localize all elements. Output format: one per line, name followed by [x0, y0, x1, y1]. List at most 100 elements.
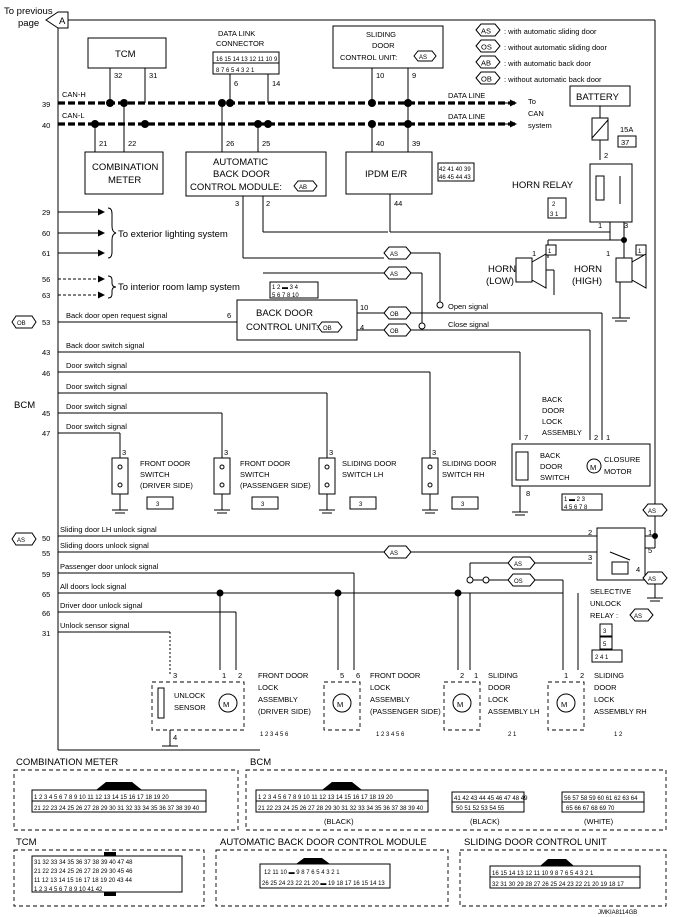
connector-bcm-label: BCM — [250, 757, 271, 768]
horn-relay-label: HORN RELAY — [512, 180, 574, 191]
svg-text:8 7 6 5 4 3 2 1: 8 7 6 5 4 3 2 1 — [216, 68, 255, 74]
svg-text:46: 46 — [42, 369, 50, 378]
svg-text:5 6 7 8 10: 5 6 7 8 10 — [272, 293, 299, 299]
svg-text:CONTROL MODULE:: CONTROL MODULE: — [190, 182, 282, 193]
front-door-lock-assembly-driver: FRONT DOOR LOCK ASSEMBLY (DRIVER SIDE) 1… — [258, 671, 311, 738]
door-switch-driver: 3 — [111, 448, 129, 514]
can-l-label: CAN-L — [62, 111, 85, 120]
svg-text:1: 1 — [474, 671, 478, 680]
svg-text:12 11 10 ▬ 9 8 7 6 5 4 3 2 1: 12 11 10 ▬ 9 8 7 6 5 4 3 2 1 — [264, 870, 340, 876]
svg-text:3: 3 — [432, 448, 436, 457]
door-switch-passenger: 3 — [213, 448, 231, 514]
signal-door-switch-4: Door switch signal — [66, 422, 127, 431]
svg-text:AS: AS — [419, 55, 427, 61]
signal-sliding-lh-unlock: Sliding door LH unlock signal — [60, 525, 157, 534]
svg-text:21 22 23 24 25 26 27 28 29 30: 21 22 23 24 25 26 27 28 29 30 45 46 — [34, 869, 133, 875]
svg-text:2: 2 — [460, 671, 464, 680]
svg-text:21 22 23 24 25 26 27 28 29 30: 21 22 23 24 25 26 27 28 29 30 31 32 33 3… — [258, 806, 424, 812]
selective-unlock-relay-label: SELECTIVE — [590, 587, 631, 596]
svg-text:65 66 67 68 69 70: 65 66 67 68 69 70 — [566, 806, 615, 812]
signal-back-door-switch: Back door switch signal — [66, 341, 145, 350]
svg-text:: without automatic back door: : without automatic back door — [504, 75, 602, 84]
prev-page-label: To previous — [4, 6, 53, 17]
svg-text:(PASSENGER SIDE): (PASSENGER SIDE) — [240, 481, 311, 490]
svg-text:DOOR: DOOR — [488, 683, 511, 692]
svg-text:HORN: HORN — [488, 264, 516, 275]
svg-text:1: 1 — [606, 433, 610, 442]
svg-text:OB: OB — [481, 75, 492, 84]
svg-text:LOCK: LOCK — [594, 695, 614, 704]
ipdm-connector — [437, 162, 475, 182]
svg-text:1 2 3 4 5 6 7 8 9 10 11 12 13: 1 2 3 4 5 6 7 8 9 10 11 12 13 14 15 16 1… — [258, 795, 393, 801]
svg-text:SLIDING DOOR: SLIDING DOOR — [342, 459, 397, 468]
svg-text:HORN: HORN — [574, 264, 602, 275]
sliding-door-switch-rh: 3 — [421, 448, 439, 514]
connector-abdcm-label: AUTOMATIC BACK DOOR CONTROL MODULE — [220, 837, 427, 848]
svg-text:10: 10 — [360, 303, 368, 312]
svg-text:32: 32 — [114, 71, 122, 80]
svg-text:66: 66 — [42, 609, 50, 618]
svg-text:SWITCH: SWITCH — [540, 473, 570, 482]
svg-text:SLIDING: SLIDING — [594, 671, 624, 680]
sliding-door-lock-assembly-rh: SLIDING DOOR LOCK ASSEMBLY RH 1 2 — [594, 671, 647, 738]
svg-text:6: 6 — [227, 311, 231, 320]
svg-text:M: M — [223, 700, 229, 709]
sliding-door-control-unit — [332, 25, 444, 69]
svg-text:3: 3 — [156, 502, 160, 508]
svg-text:21 22 23 24 25 26 27 28 29 30: 21 22 23 24 25 26 27 28 29 30 31 32 33 3… — [34, 806, 200, 812]
svg-text:AS: AS — [481, 27, 491, 36]
svg-text:UNLOCK: UNLOCK — [174, 691, 205, 700]
svg-text:55: 55 — [42, 549, 50, 558]
svg-text:50: 50 — [42, 534, 50, 543]
svg-text:(BLACK): (BLACK) — [324, 817, 354, 826]
svg-text:63: 63 — [42, 291, 50, 300]
svg-text:3: 3 — [261, 502, 265, 508]
signal-passenger-unlock: Passenger door unlock signal — [60, 562, 159, 571]
svg-text:4: 4 — [360, 323, 364, 332]
interior-lamp-label: To interior room lamp system — [118, 282, 240, 293]
svg-text:IPDM E/R: IPDM E/R — [365, 169, 407, 180]
signal-open: Open signal — [448, 302, 488, 311]
svg-text:31: 31 — [149, 71, 157, 80]
svg-text:25: 25 — [262, 139, 270, 148]
diagram-code: JMKIA8114GB — [598, 910, 637, 916]
svg-text:SLIDING DOOR: SLIDING DOOR — [442, 459, 497, 468]
can-junctions — [106, 99, 412, 128]
svg-text:FRONT DOOR: FRONT DOOR — [258, 671, 309, 680]
svg-text:1: 1 — [548, 249, 552, 255]
svg-text:31: 31 — [42, 629, 50, 638]
svg-text:44: 44 — [394, 199, 402, 208]
svg-text:: with automatic back door: : with automatic back door — [504, 59, 592, 68]
data-link-connector-label: DATA LINK — [218, 29, 255, 38]
svg-text:3 1: 3 1 — [550, 212, 559, 218]
svg-text:COMBINATION: COMBINATION — [92, 162, 158, 173]
ipdm-er — [345, 151, 433, 195]
svg-text:47: 47 — [42, 429, 50, 438]
svg-text:46 45 44 43: 46 45 44 43 — [439, 175, 471, 181]
svg-text:8: 8 — [526, 489, 530, 498]
svg-text:BACK DOOR: BACK DOOR — [213, 169, 270, 180]
svg-text:CLOSURE: CLOSURE — [604, 455, 640, 464]
svg-text:56 57 58 59 60 61 62 63 64: 56 57 58 59 60 61 62 63 64 — [564, 796, 638, 802]
svg-text:7: 7 — [524, 433, 528, 442]
svg-text:41 42 43 44 45 46 47 48 49: 41 42 43 44 45 46 47 48 49 — [454, 796, 528, 802]
svg-text:3: 3 — [122, 448, 126, 457]
svg-text:DOOR: DOOR — [542, 406, 565, 415]
svg-text:: with automatic sliding door: : with automatic sliding door — [504, 27, 597, 36]
svg-text:43: 43 — [42, 348, 50, 357]
svg-text:2: 2 — [604, 151, 608, 160]
svg-text:1 2 3 4 5 6 7 8 9 10 41 42: 1 2 3 4 5 6 7 8 9 10 41 42 — [34, 887, 103, 893]
tcm-module — [87, 37, 167, 69]
svg-text:M: M — [337, 700, 343, 709]
sliding-door-lock-assembly-lh-box — [443, 681, 481, 731]
svg-text:1 ▬ 2 3: 1 ▬ 2 3 — [564, 497, 586, 503]
svg-text:UNLOCK: UNLOCK — [590, 599, 621, 608]
svg-text:1: 1 — [638, 249, 642, 255]
svg-text:ASSEMBLY LH: ASSEMBLY LH — [488, 707, 539, 716]
svg-text:22: 22 — [128, 139, 136, 148]
svg-text:ASSEMBLY: ASSEMBLY — [258, 695, 298, 704]
svg-text:RELAY :: RELAY : — [590, 611, 618, 620]
svg-text:45: 45 — [42, 409, 50, 418]
svg-text:3: 3 — [173, 671, 177, 680]
svg-text:AS: AS — [390, 551, 398, 557]
